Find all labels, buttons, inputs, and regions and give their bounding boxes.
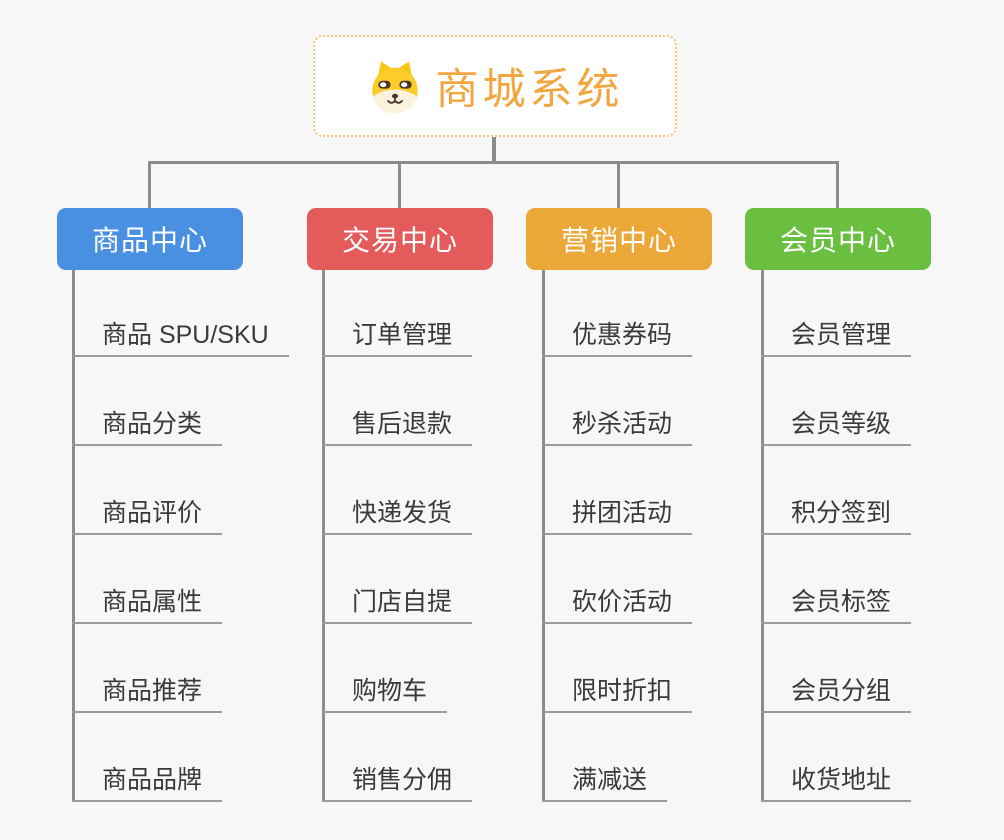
- child-node[interactable]: 会员分组: [761, 675, 912, 713]
- connector-drop-trade: [398, 161, 401, 208]
- child-node[interactable]: 商品评价: [72, 497, 223, 535]
- branch-node-trade-center[interactable]: 交易中心: [307, 208, 493, 270]
- child-node[interactable]: 优惠券码: [542, 319, 693, 357]
- connector-spine-trade: [322, 270, 325, 802]
- connector-spine-member: [761, 270, 764, 802]
- child-node[interactable]: 会员等级: [761, 408, 912, 446]
- child-node[interactable]: 砍价活动: [542, 586, 693, 624]
- connector-drop-marketing: [617, 161, 620, 208]
- child-node[interactable]: 商品推荐: [72, 675, 223, 713]
- child-node[interactable]: 积分签到: [761, 497, 912, 535]
- dog-face-icon: [371, 61, 418, 114]
- root-title: 商城系统: [435, 66, 624, 114]
- child-node[interactable]: 门店自提: [322, 586, 473, 624]
- connector-drop-product: [148, 161, 151, 208]
- child-node[interactable]: 会员管理: [761, 319, 912, 357]
- child-node[interactable]: 秒杀活动: [542, 408, 693, 446]
- connector-root-stem: [492, 137, 496, 164]
- child-node[interactable]: 收货地址: [761, 764, 912, 802]
- connector-spine-marketing: [542, 270, 545, 802]
- child-node[interactable]: 商品分类: [72, 408, 223, 446]
- child-node[interactable]: 限时折扣: [542, 675, 693, 713]
- child-node[interactable]: 快递发货: [322, 497, 473, 535]
- branch-node-product-center[interactable]: 商品中心: [57, 208, 243, 270]
- child-node[interactable]: 销售分佣: [322, 764, 473, 802]
- child-node[interactable]: 满减送: [542, 764, 668, 802]
- child-node[interactable]: 购物车: [322, 675, 448, 713]
- child-node[interactable]: 商品 SPU/SKU: [72, 319, 289, 357]
- root-node[interactable]: 商城系统: [313, 35, 677, 137]
- child-node[interactable]: 拼团活动: [542, 497, 693, 535]
- child-node[interactable]: 订单管理: [322, 319, 473, 357]
- connector-spine-product: [72, 270, 75, 802]
- branch-node-member-center[interactable]: 会员中心: [745, 208, 931, 270]
- child-node[interactable]: 商品属性: [72, 586, 223, 624]
- branch-node-marketing-center[interactable]: 营销中心: [526, 208, 712, 270]
- connector-horizontal-bus: [148, 161, 839, 164]
- child-node[interactable]: 商品品牌: [72, 764, 223, 802]
- child-node[interactable]: 会员标签: [761, 586, 912, 624]
- connector-drop-member: [836, 161, 839, 208]
- child-node[interactable]: 售后退款: [322, 408, 473, 446]
